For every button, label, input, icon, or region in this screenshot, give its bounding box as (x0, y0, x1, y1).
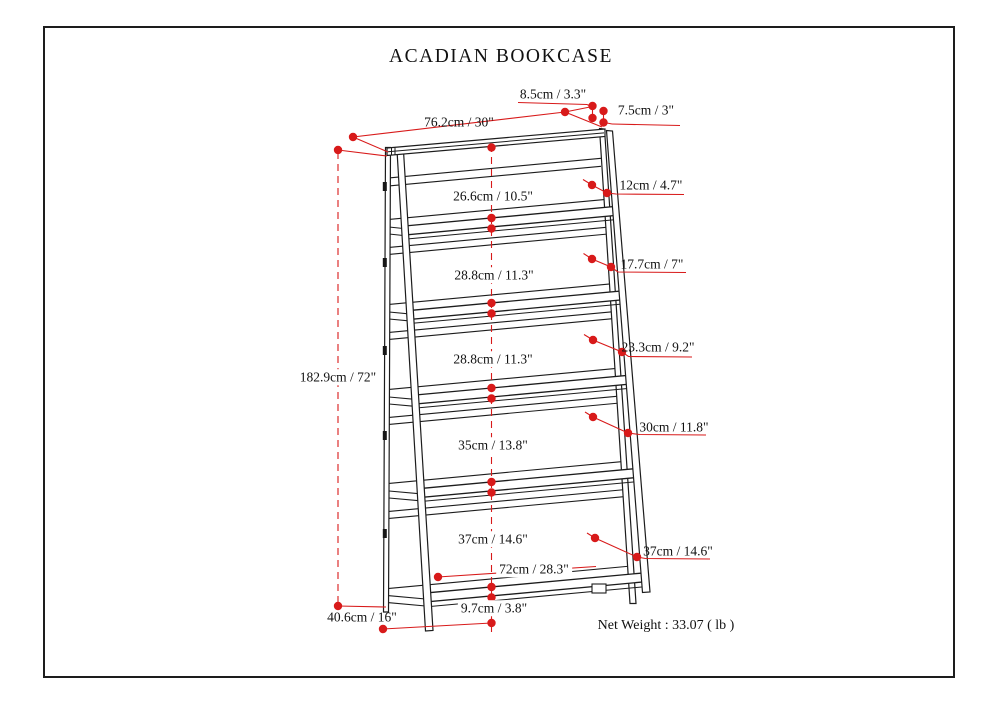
shelf-5-board (428, 572, 646, 603)
top-rail (386, 128, 606, 157)
net-weight-text: Net Weight : 33.07 ( lb ) (597, 618, 735, 633)
shelf-4-board (421, 467, 638, 499)
dim-label-top-width: 76.2cm / 30" (424, 114, 494, 130)
shelf-1-board (405, 205, 617, 236)
dim-label-overall-height: 182.9cm / 72" (296, 369, 380, 385)
dim-label-shelf2-depth: 17.7cm / 7" (620, 256, 684, 272)
dimension-points (333, 101, 642, 634)
dim-label-bottom-clearance: 9.7cm / 3.8" (457, 600, 531, 616)
dim-label-shelf4-clearance: 35cm / 13.8" (455, 437, 531, 453)
dim-label-shelf5-depth: 37cm / 14.6" (643, 543, 713, 559)
dim-label-base-depth: 40.6cm / 16" (327, 609, 397, 625)
dim-label-bottom-shelf-width: 72cm / 28.3" (496, 561, 572, 577)
shelf-3-board (416, 374, 630, 405)
page-title: ACADIAN BOOKCASE (389, 46, 613, 67)
dim-label-shelf4-depth: 30cm / 11.8" (639, 419, 709, 435)
bottom-shelf-foot (591, 583, 607, 594)
front-left-leg (396, 149, 434, 632)
dim-label-top-depth: 8.5cm / 3.3" (519, 86, 587, 102)
shelf-pegs (382, 182, 387, 538)
dim-label-shelf3-depth: 23.3cm / 9.2" (621, 339, 695, 355)
back-left-leg (382, 146, 392, 613)
front-right-leg (605, 129, 651, 594)
shelf-2-board (410, 290, 624, 321)
dim-label-shelf1-depth: 12cm / 4.7" (619, 177, 683, 193)
bookcase-shelves (405, 205, 646, 603)
dim-label-shelf3-clearance: 28.8cm / 11.3" (450, 351, 536, 367)
dim-label-shelf5-clearance: 37cm / 14.6" (455, 531, 531, 547)
page-border (43, 26, 955, 678)
dim-label-shelf1-clearance: 26.6cm / 10.5" (450, 188, 536, 204)
dim-label-side-frame-top: 7.5cm / 3" (617, 102, 675, 118)
dim-label-shelf2-clearance: 28.8cm / 11.3" (451, 267, 537, 283)
